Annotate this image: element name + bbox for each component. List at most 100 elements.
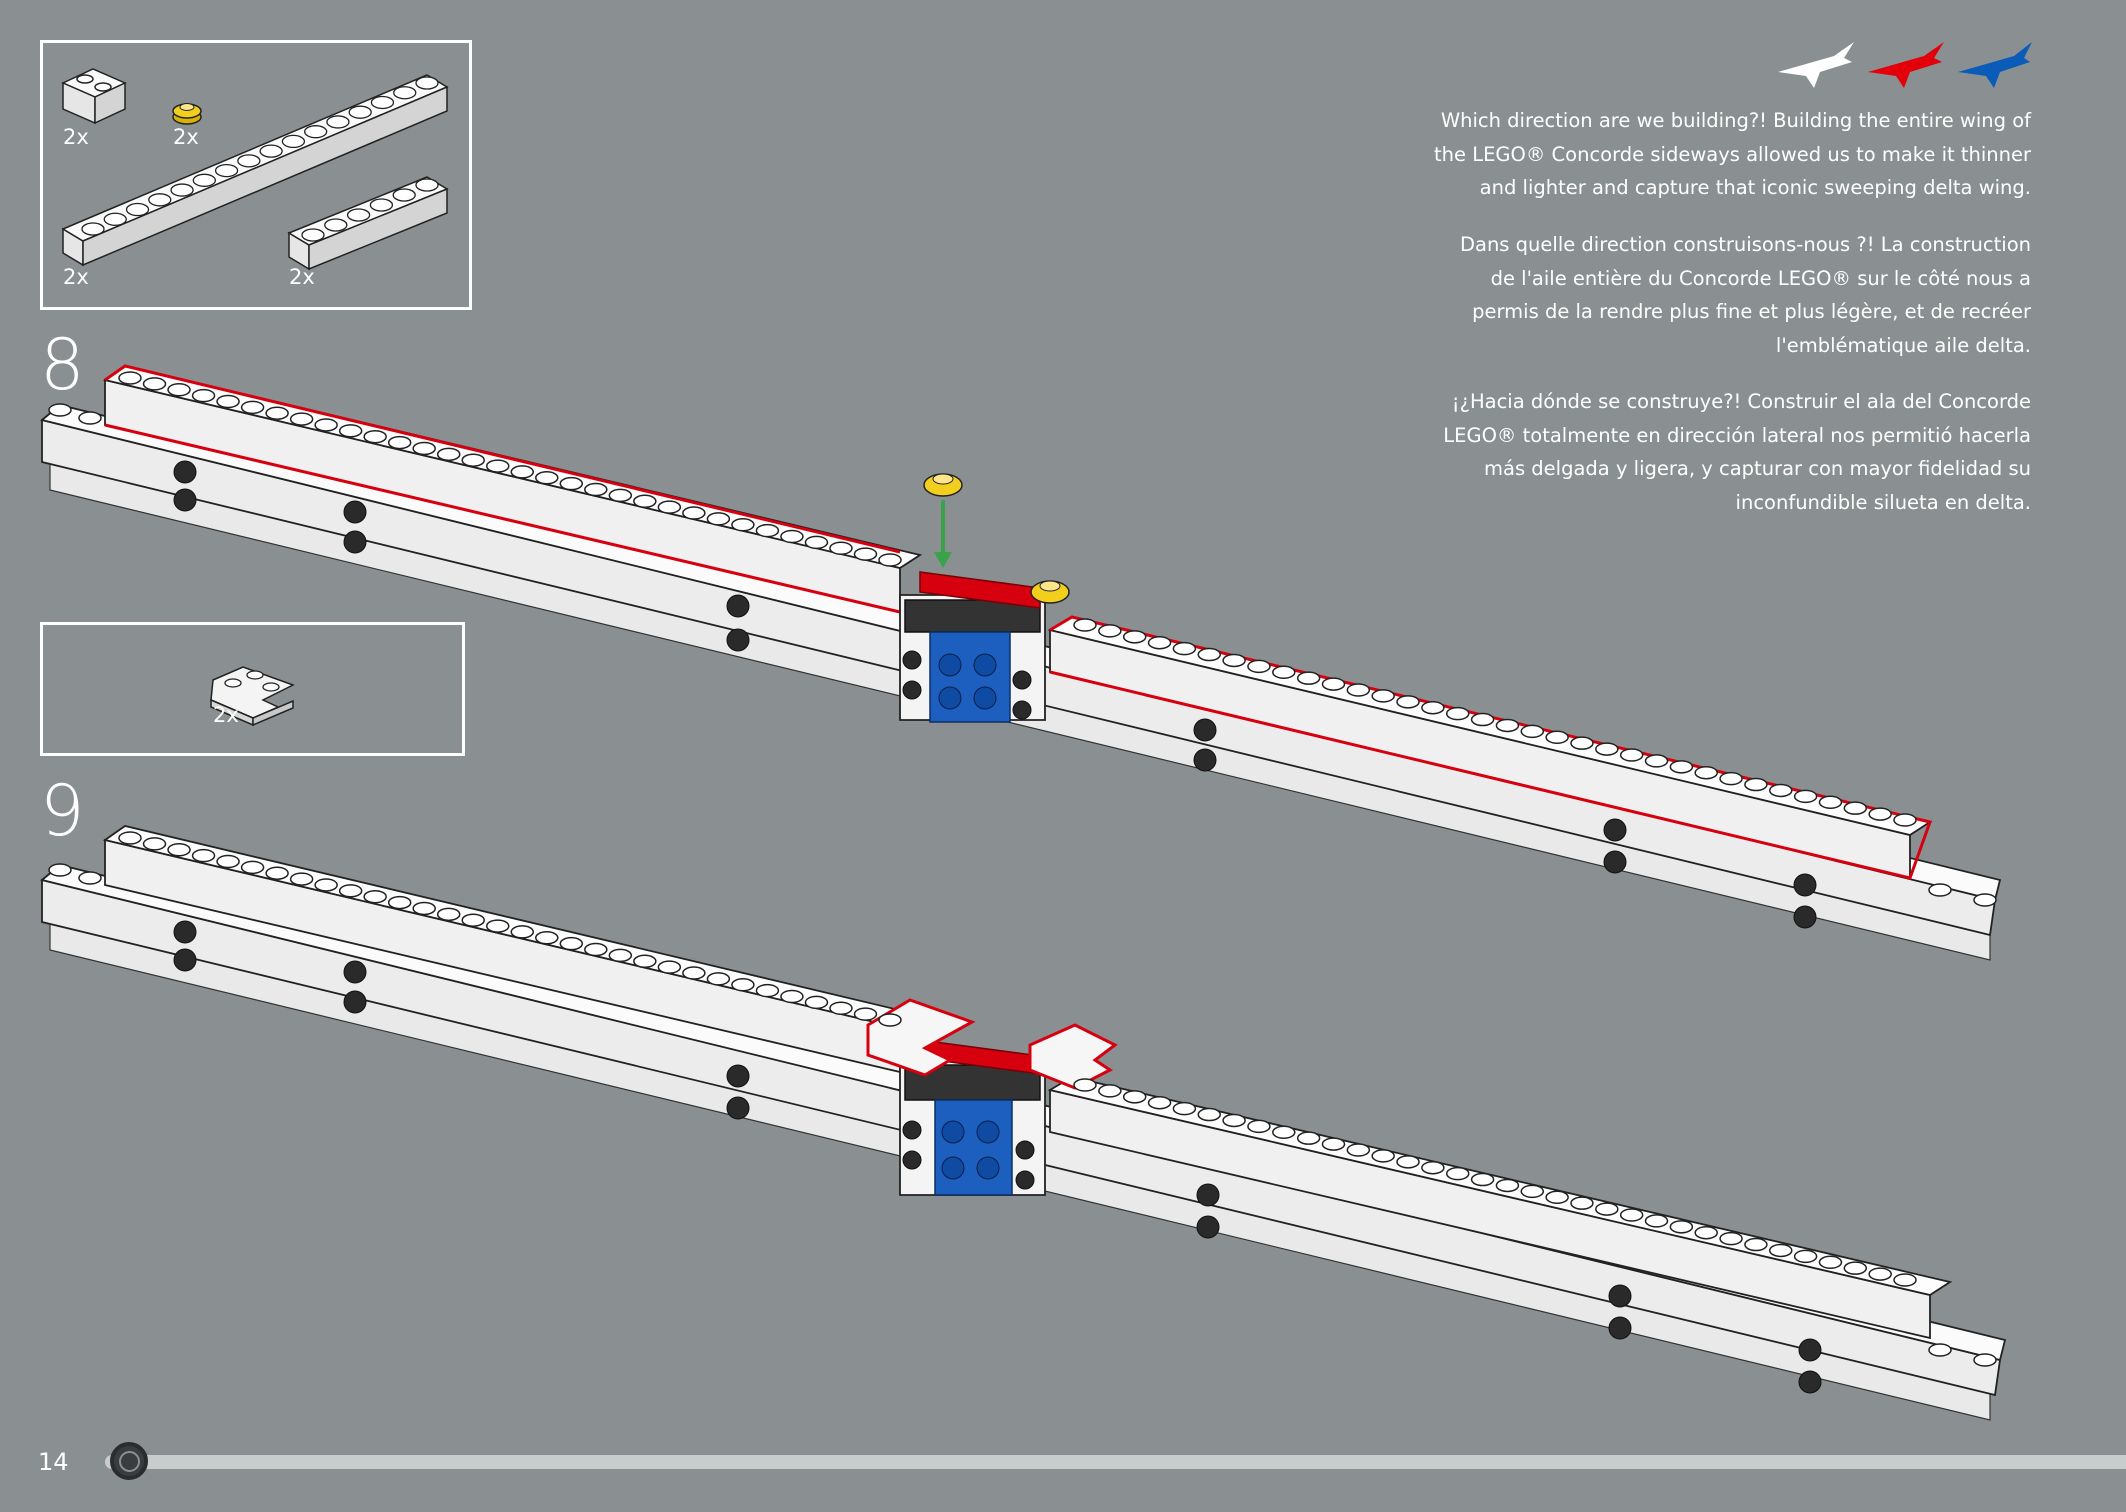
text-line: the LEGO® Concorde sideways allowed us t… xyxy=(1434,142,2031,166)
stud xyxy=(1147,635,1172,650)
stud xyxy=(1570,736,1594,750)
stud xyxy=(1396,695,1420,709)
stud xyxy=(1421,700,1445,715)
stud xyxy=(1868,807,1892,821)
stud xyxy=(415,178,439,192)
stud xyxy=(436,907,461,922)
stud xyxy=(608,488,633,503)
stud xyxy=(142,837,167,851)
stud xyxy=(1669,1220,1694,1234)
quantity-label: 2x xyxy=(213,703,239,727)
stud xyxy=(265,406,289,420)
stud xyxy=(1595,1202,1619,1216)
stud xyxy=(1545,1190,1569,1205)
stud xyxy=(559,476,584,491)
stud xyxy=(853,1007,878,1021)
stud xyxy=(1619,748,1644,762)
stud xyxy=(1098,624,1122,638)
stud xyxy=(314,878,338,892)
stud xyxy=(326,115,350,129)
stud xyxy=(584,942,608,957)
stud xyxy=(1928,1343,1952,1357)
stud xyxy=(338,424,363,438)
stud xyxy=(289,872,314,886)
stud xyxy=(167,382,191,397)
stud xyxy=(1818,795,1843,810)
stud xyxy=(1973,1353,1997,1367)
stud xyxy=(387,435,412,450)
stud xyxy=(1644,1214,1669,1228)
stud xyxy=(1197,647,1221,662)
stud xyxy=(1545,730,1569,745)
stud xyxy=(1222,653,1246,668)
stud xyxy=(633,954,657,969)
stud xyxy=(1247,1119,1271,1134)
stud xyxy=(657,960,682,974)
stud xyxy=(804,535,829,550)
round-plate-yellow-icon xyxy=(172,103,202,125)
stud xyxy=(1222,1113,1246,1128)
stud xyxy=(829,541,853,556)
red-concorde-icon xyxy=(1868,42,1944,88)
stud xyxy=(1818,1255,1843,1270)
stud xyxy=(804,995,829,1010)
stud xyxy=(48,863,72,877)
stud xyxy=(1520,1184,1545,1199)
stud xyxy=(191,848,216,863)
stud xyxy=(1769,783,1793,798)
stud xyxy=(1296,1131,1321,1145)
stud xyxy=(1973,893,1997,907)
stud xyxy=(1520,724,1545,739)
stud xyxy=(1172,1101,1197,1116)
stud xyxy=(1371,689,1395,703)
stud xyxy=(731,978,755,992)
stud xyxy=(265,866,289,880)
stud xyxy=(314,418,338,432)
stud xyxy=(289,412,314,426)
stud xyxy=(461,453,485,467)
stud xyxy=(755,983,780,998)
stud xyxy=(633,494,657,509)
stud xyxy=(78,411,102,425)
stud xyxy=(1396,1155,1420,1169)
stud xyxy=(191,388,216,403)
stud xyxy=(259,144,283,158)
stud xyxy=(1793,789,1818,804)
stud xyxy=(1570,1196,1594,1210)
stud xyxy=(78,871,102,885)
stud xyxy=(1793,1249,1818,1264)
stud xyxy=(1247,659,1271,674)
stud xyxy=(706,512,731,526)
stud xyxy=(780,529,804,544)
stud xyxy=(1495,718,1520,733)
stud xyxy=(1346,1143,1371,1157)
stud xyxy=(1421,1160,1445,1175)
stud xyxy=(584,482,608,497)
stud xyxy=(829,1001,853,1016)
stud xyxy=(682,506,706,520)
stud xyxy=(1843,1261,1868,1275)
stud xyxy=(1321,1137,1346,1151)
stud xyxy=(1769,1243,1793,1258)
stud xyxy=(237,154,261,168)
parts-list-step-9: 2x xyxy=(40,622,465,756)
stud xyxy=(878,553,902,567)
stud xyxy=(853,547,878,561)
text-line: Which direction are we building?! Buildi… xyxy=(1440,109,2031,132)
stud xyxy=(48,403,72,417)
white-concorde-icon xyxy=(1778,42,1854,88)
stud xyxy=(1694,1225,1718,1240)
blue-concorde-icon xyxy=(1958,42,2032,88)
stud xyxy=(510,925,535,939)
step-number: 8 xyxy=(40,324,85,406)
stud xyxy=(1744,1237,1768,1252)
stud xyxy=(1073,618,1097,632)
progress-indicator-icon xyxy=(110,1442,148,1480)
description-spanish: ¡¿Hacia dónde se construye?! Construir e… xyxy=(1391,385,2031,519)
stud xyxy=(392,188,416,202)
stud xyxy=(103,212,127,226)
parts-list-step-8: 2x 2x 2x 2x xyxy=(40,40,472,310)
stud xyxy=(436,447,461,462)
stud xyxy=(346,208,371,222)
text-line: and lighter and capture that iconic swee… xyxy=(1479,176,2031,199)
